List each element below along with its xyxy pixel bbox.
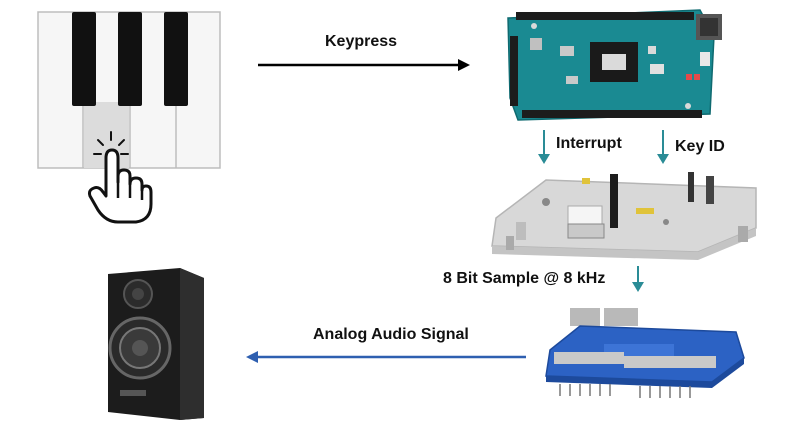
pointing-hand-icon	[88, 131, 153, 224]
sample-label: 8 Bit Sample @ 8 kHz	[443, 270, 606, 287]
keypress-label: Keypress	[325, 33, 398, 50]
speaker-icon	[108, 268, 204, 420]
sample-arrow	[632, 266, 644, 292]
audio-arrow	[246, 351, 526, 363]
arduino-due-board	[507, 9, 722, 121]
key-id-arrow	[657, 130, 669, 164]
audio-label: Analog Audio Signal	[313, 326, 469, 343]
launchpad-board	[491, 172, 757, 260]
keypress-arrow	[258, 59, 470, 71]
key-id-label: Key ID	[675, 138, 725, 155]
interrupt-arrow	[538, 130, 550, 164]
piano-keys	[37, 11, 221, 169]
proto-shield-board	[545, 308, 745, 398]
interrupt-label: Interrupt	[556, 135, 622, 152]
